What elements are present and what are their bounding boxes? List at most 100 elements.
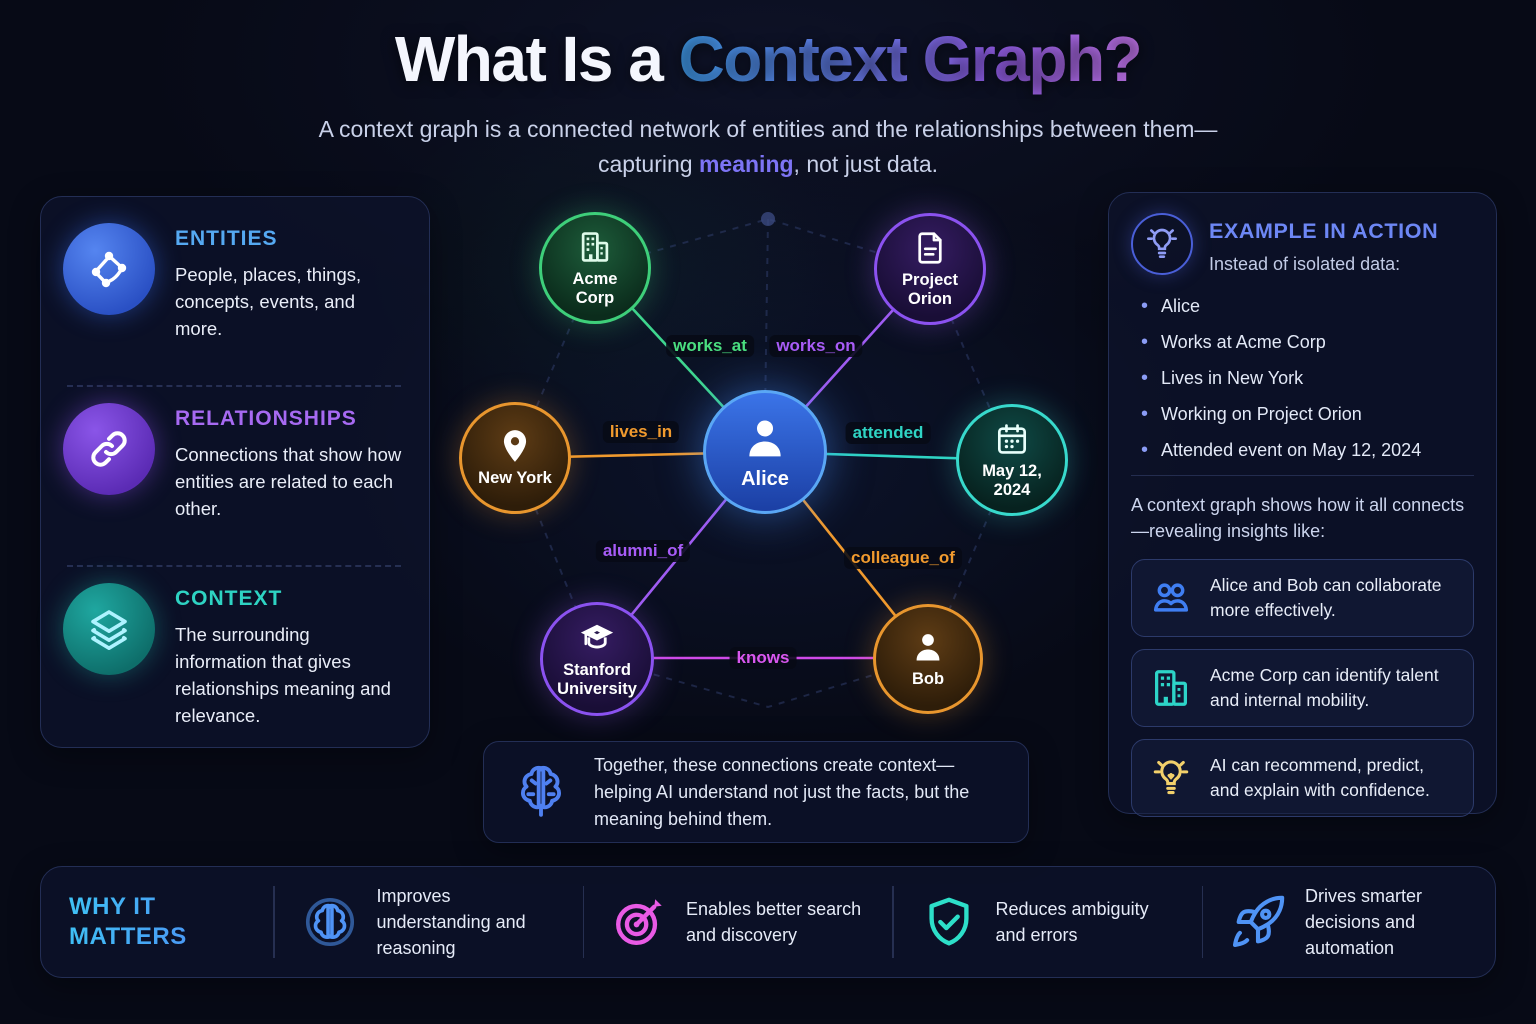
- insight-card-talent: Acme Corp can identify talent and intern…: [1131, 649, 1474, 727]
- title-gradient: Context Graph?: [678, 23, 1143, 95]
- subtitle-line1: A context graph is a connected network o…: [318, 116, 1218, 142]
- document-icon: [911, 229, 949, 267]
- divider: [1131, 475, 1474, 476]
- list-item-text: Lives in New York: [1161, 368, 1304, 388]
- brain-icon: [301, 893, 359, 951]
- list-item-text: Attended event on May 12, 2024: [1161, 440, 1422, 460]
- concept-title: ENTITIES: [175, 227, 278, 250]
- footer-item-text: Enables better search and discovery: [686, 899, 862, 945]
- insight-card-ai: AI can recommend, predict, and explain w…: [1131, 739, 1474, 817]
- graduation-cap-icon: [578, 619, 616, 657]
- link-icon: [63, 403, 155, 495]
- subtitle-prefix: capturing: [597, 151, 699, 177]
- edge-label-attended: attended: [845, 422, 931, 444]
- list-item: Alice: [1141, 295, 1474, 318]
- footer-item-understanding: Improves understanding and reasoning: [301, 883, 557, 961]
- graph-node-may-12-2024: May 12, 2024: [956, 404, 1068, 516]
- insight-text: Alice and Bob can collaborate more effec…: [1210, 575, 1442, 620]
- concepts-panel: ENTITIES People, places, things, concept…: [40, 196, 430, 748]
- example-header-text: EXAMPLE IN ACTION Instead of isolated da…: [1209, 213, 1438, 275]
- concept-relationships: RELATIONSHIPS Connections that show how …: [63, 403, 405, 551]
- building-icon: [576, 228, 614, 266]
- divider: [892, 886, 894, 958]
- context-graph: Acme Corp Project Orion New York Alice: [440, 185, 1080, 730]
- list-item-text: Works at Acme Corp: [1161, 332, 1326, 352]
- example-intro: Instead of isolated data:: [1209, 254, 1401, 274]
- subtitle-emphasis: meaning: [698, 151, 794, 177]
- insights-intro: A context graph shows how it all connect…: [1131, 495, 1465, 541]
- node-label: Stanford University: [557, 660, 637, 698]
- network-icon: [63, 223, 155, 315]
- node-label: May 12, 2024: [982, 461, 1042, 499]
- list-item: Working on Project Orion: [1141, 403, 1474, 426]
- concept-title: RELATIONSHIPS: [175, 407, 357, 430]
- divider: [1201, 886, 1203, 958]
- people-icon: [1148, 575, 1194, 621]
- list-item-text: Working on Project Orion: [1161, 404, 1362, 424]
- example-panel: EXAMPLE IN ACTION Instead of isolated da…: [1108, 192, 1497, 817]
- concept-title: CONTEXT: [175, 587, 283, 610]
- insight-text: AI can recommend, predict, and explain w…: [1210, 755, 1430, 800]
- concept-body: RELATIONSHIPS Connections that show how …: [175, 403, 405, 522]
- concept-description: The surrounding information that gives r…: [175, 624, 391, 726]
- target-icon: [610, 893, 668, 951]
- list-item-text: Alice: [1161, 296, 1201, 316]
- subtitle-suffix: , not just data.: [793, 151, 939, 177]
- node-label: Alice: [741, 468, 789, 491]
- edge-label-works-at: works_at: [666, 335, 754, 357]
- footer-title: WHY IT MATTERS: [69, 892, 247, 952]
- footer-item-text: Improves understanding and reasoning: [376, 886, 526, 958]
- concept-description: Connections that show how entities are r…: [175, 444, 402, 519]
- node-label: Project Orion: [902, 270, 958, 308]
- divider: [582, 886, 584, 958]
- edge-label-colleague-of: colleague_of: [844, 547, 962, 569]
- example-title: EXAMPLE IN ACTION: [1209, 219, 1439, 243]
- lightbulb-icon: [1131, 213, 1193, 275]
- summary-text: Together, these connections create conte…: [594, 754, 970, 829]
- example-header: EXAMPLE IN ACTION Instead of isolated da…: [1131, 213, 1474, 275]
- list-item: Works at Acme Corp: [1141, 331, 1474, 354]
- title-plain: What Is a: [394, 23, 679, 95]
- footer-item-text: Drives smarter decisions and automation: [1305, 886, 1423, 958]
- subtitle-line2: capturing meaning, not just data.: [0, 147, 1536, 182]
- layers-icon: [63, 583, 155, 675]
- insight-text: Acme Corp can identify talent and intern…: [1210, 665, 1439, 710]
- concept-context: CONTEXT The surrounding information that…: [63, 583, 405, 731]
- isolated-data-list: Alice Works at Acme Corp Lives in New Yo…: [1141, 295, 1474, 462]
- footer-item-ambiguity: Reduces ambiguity and errors: [920, 893, 1176, 951]
- edge-label-alumni-of: alumni_of: [595, 540, 691, 562]
- person-icon: [739, 412, 791, 464]
- graph-node-alice: Alice: [703, 390, 827, 514]
- edge-label-lives-in: lives_in: [602, 421, 680, 443]
- graph-node-new-york: New York: [459, 402, 571, 514]
- divider: [273, 886, 275, 958]
- why-it-matters-bar: WHY IT MATTERS Improves understanding an…: [40, 866, 1496, 978]
- footer-item-decisions: Drives smarter decisions and automation: [1229, 883, 1485, 961]
- footer-item-text: Reduces ambiguity and errors: [995, 899, 1149, 945]
- graph-node-bob: Bob: [873, 604, 983, 714]
- summary-note: Together, these connections create conte…: [483, 741, 1029, 843]
- node-label: Bob: [911, 670, 945, 689]
- brain-icon: [510, 759, 572, 826]
- list-item: Lives in New York: [1141, 367, 1474, 390]
- lightbulb-icon: [1148, 755, 1194, 801]
- person-icon: [909, 628, 947, 666]
- graph-node-project-orion: Project Orion: [874, 213, 986, 325]
- concept-description: People, places, things, concepts, events…: [175, 264, 362, 339]
- edge-label-works-on: works_on: [769, 335, 863, 357]
- page-title: What Is a Context Graph?: [0, 23, 1536, 95]
- graph-node-stanford-university: Stanford University: [540, 602, 654, 716]
- graph-node-acme-corp: Acme Corp: [539, 212, 651, 324]
- insight-card-collaboration: Alice and Bob can collaborate more effec…: [1131, 559, 1474, 637]
- page-subtitle: A context graph is a connected network o…: [0, 112, 1536, 182]
- concept-body: ENTITIES People, places, things, concept…: [175, 223, 405, 342]
- divider: [67, 385, 401, 387]
- node-label: New York: [478, 469, 552, 488]
- list-item: Attended event on May 12, 2024: [1141, 439, 1474, 462]
- concept-body: CONTEXT The surrounding information that…: [175, 583, 405, 729]
- divider: [67, 565, 401, 567]
- concept-entities: ENTITIES People, places, things, concept…: [63, 223, 405, 371]
- calendar-icon: [993, 420, 1031, 458]
- footer-item-search: Enables better search and discovery: [610, 893, 866, 951]
